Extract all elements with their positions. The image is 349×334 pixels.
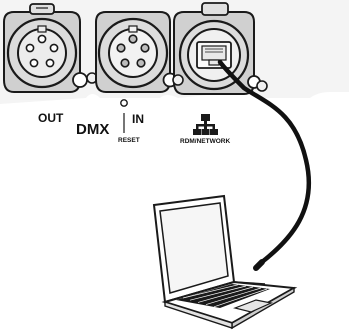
reset-label: RESET xyxy=(118,137,140,144)
out-label: OUT xyxy=(38,111,64,125)
xlr-in-connector xyxy=(95,11,178,93)
dmx-label: DMX xyxy=(76,121,110,138)
ethercon-connector xyxy=(173,2,261,95)
rdm-network-label: RDM/NETWORK xyxy=(180,138,231,145)
network-icon xyxy=(193,114,218,135)
laptop xyxy=(152,194,298,330)
ethercon-release-latch xyxy=(172,74,268,92)
in-label: IN xyxy=(132,112,144,126)
network-cable xyxy=(217,59,312,271)
reset-button xyxy=(120,99,128,133)
xlr-out-connector xyxy=(3,3,88,93)
